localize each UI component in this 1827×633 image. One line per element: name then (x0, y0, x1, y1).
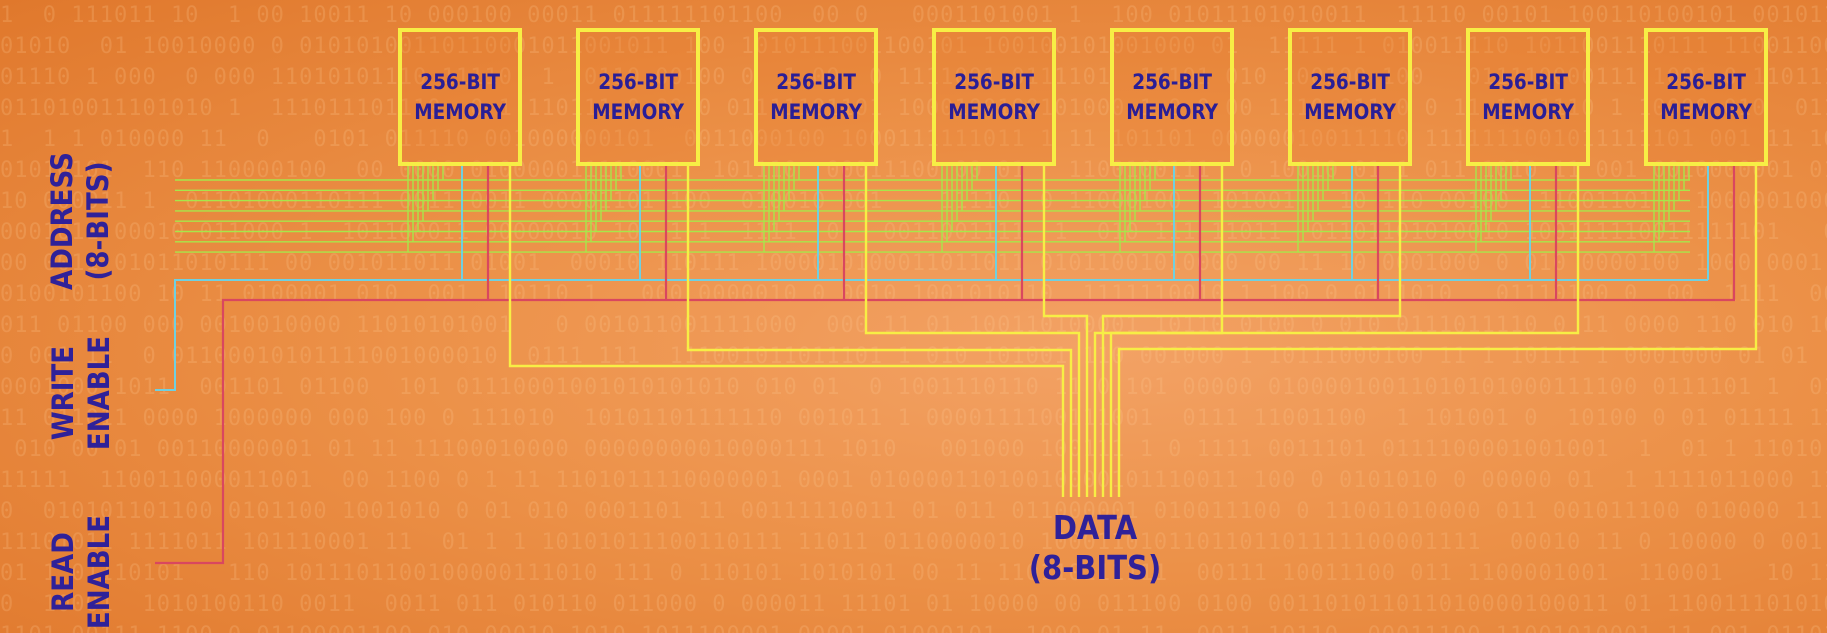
memory-unit-label: 256-BIT MEMORY (1126, 70, 1218, 124)
address-label: ADDRESS (8-BITS) (45, 152, 115, 290)
memory-unit: 256-BIT MEMORY (576, 28, 700, 166)
memory-unit: 256-BIT MEMORY (1110, 28, 1234, 166)
memory-unit: 256-BIT MEMORY (754, 28, 878, 166)
memory-unit-label: 256-BIT MEMORY (592, 70, 684, 124)
data-bus-wire (1109, 166, 1580, 497)
data-bus-wire (1093, 166, 1224, 497)
data-bus-wire (1101, 166, 1402, 497)
memory-unit-label: 256-BIT MEMORY (770, 70, 862, 124)
memory-unit: 256-BIT MEMORY (398, 28, 522, 166)
memory-unit: 256-BIT MEMORY (1466, 28, 1590, 166)
data-bus-wire (1042, 166, 1089, 497)
read-enable-label: READ ENABLE (46, 514, 116, 630)
write-enable-wire (155, 279, 1708, 391)
memory-unit-label: 256-BIT MEMORY (414, 70, 506, 124)
memory-unit: 256-BIT MEMORY (1644, 28, 1768, 166)
data-bus-wire (1117, 166, 1758, 497)
memory-unit-label: 256-BIT MEMORY (1304, 70, 1396, 124)
read-enable-wire (155, 298, 1735, 565)
memory-unit-label: 256-BIT MEMORY (948, 70, 1040, 124)
memory-unit-label: 256-BIT MEMORY (1482, 70, 1574, 124)
data-bus-wire (686, 166, 1073, 497)
data-bus-wire (508, 166, 1065, 497)
memory-unit: 256-BIT MEMORY (932, 28, 1056, 166)
memory-unit: 256-BIT MEMORY (1288, 28, 1412, 166)
write-enable-label: WRITE ENABLE (46, 335, 116, 451)
data-label: DATA (8-BITS) (1028, 508, 1162, 587)
data-bus-wire (864, 166, 1081, 497)
memory-unit-label: 256-BIT MEMORY (1660, 70, 1752, 124)
